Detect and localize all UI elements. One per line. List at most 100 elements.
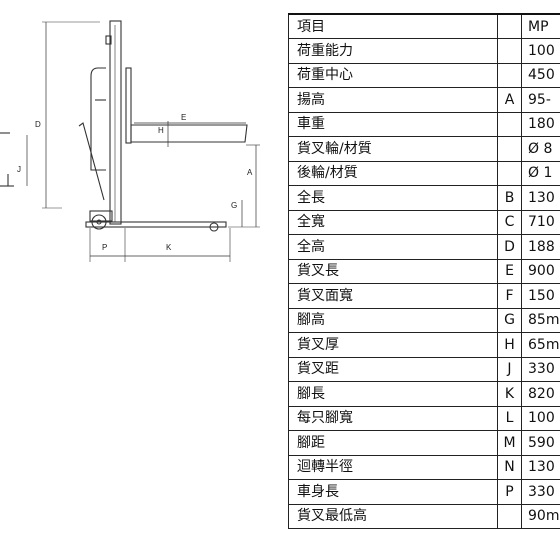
spec-code-cell: C <box>497 209 522 235</box>
spec-code-cell <box>497 160 522 186</box>
spec-value-cell: 590 <box>521 430 560 456</box>
spec-name-cell: 全寬 <box>288 209 498 235</box>
table-row: 貨叉輪/材質 Ø 8 <box>288 136 560 162</box>
spec-value-cell: 65m <box>521 332 560 358</box>
table-row: 荷重能力 100 <box>288 38 560 64</box>
mast <box>109 20 122 225</box>
spec-code-cell: D <box>497 234 522 260</box>
dim-label-j: J <box>17 165 21 174</box>
spec-name-cell: 荷重能力 <box>288 38 498 64</box>
spec-name-cell: 貨叉輪/材質 <box>288 136 498 162</box>
pump-lever <box>78 122 105 201</box>
spec-code-cell: E <box>497 258 522 284</box>
spec-value-cell: 85m <box>521 307 560 333</box>
table-row: 項目 MP <box>288 13 560 39</box>
dim-label-e: E <box>181 113 186 122</box>
dim-label-a: A <box>247 168 253 177</box>
spec-value-cell: Ø 1 <box>521 160 560 186</box>
spec-value-cell: 90m <box>521 503 560 529</box>
spec-value-cell: Ø 8 <box>521 136 560 162</box>
spec-name-cell: 貨叉最低高 <box>288 503 498 529</box>
spec-name-cell: 迴轉半徑 <box>288 454 498 480</box>
spec-name-cell: 貨叉距 <box>288 356 498 382</box>
spec-value-cell: 330 <box>521 356 560 382</box>
carriage <box>125 67 132 144</box>
spec-code-cell: G <box>497 307 522 333</box>
dim-label-d: D <box>35 120 41 129</box>
spec-code-cell: L <box>497 405 522 431</box>
spec-name-cell: 每只腳寬 <box>288 405 498 431</box>
spec-name-cell: 全高 <box>288 234 498 260</box>
dim-label-k: K <box>166 243 172 252</box>
base-leg <box>85 221 227 228</box>
spec-value-cell: 150 <box>521 283 560 309</box>
dim-label-h: H <box>158 126 164 135</box>
spec-value-cell: 130 <box>521 454 560 480</box>
front-roller <box>209 222 219 232</box>
spec-value-cell: 100 <box>521 38 560 64</box>
spec-value-cell: 130 <box>521 185 560 211</box>
handle-frame <box>90 67 106 171</box>
spec-name-cell: 全長 <box>288 185 498 211</box>
spec-code-cell <box>497 503 522 529</box>
spec-name-cell: 後輪/材質 <box>288 160 498 186</box>
spec-name-cell: 荷重中心 <box>288 62 498 88</box>
spec-code-cell: F <box>497 283 522 309</box>
spec-code-cell: N <box>497 454 522 480</box>
wheel-housing <box>89 210 113 222</box>
spec-name-cell: 揚高 <box>288 87 498 113</box>
spec-value-cell: MP <box>521 13 560 39</box>
spec-name-cell: 車身長 <box>288 479 498 505</box>
spec-name-cell: 腳距 <box>288 430 498 456</box>
mast-top-bracket <box>105 35 112 45</box>
spec-code-cell <box>497 111 522 137</box>
spec-code-cell <box>497 136 522 162</box>
table-row: 貨叉最低高 90m <box>288 503 560 529</box>
spec-code-cell: K <box>497 381 522 407</box>
spec-value-cell: 450 <box>521 62 560 88</box>
spec-name-cell: 車重 <box>288 111 498 137</box>
spec-code-cell: M <box>497 430 522 456</box>
spec-value-cell: 95- <box>521 87 560 113</box>
spec-value-cell: 710 <box>521 209 560 235</box>
spec-code-cell: B <box>497 185 522 211</box>
spec-value-cell: 180 <box>521 111 560 137</box>
fork <box>130 124 248 143</box>
spec-name-cell: 腳長 <box>288 381 498 407</box>
spec-code-cell <box>497 38 522 64</box>
stacker-side-view-drawing: D J E H A G P K <box>0 20 260 262</box>
spec-code-cell: A <box>497 87 522 113</box>
dim-label-g: G <box>231 201 237 210</box>
dim-label-p: P <box>102 243 107 252</box>
rear-wheel-hub <box>96 219 102 225</box>
rear-wheel <box>91 214 107 230</box>
spec-name-cell: 腳高 <box>288 307 498 333</box>
spec-name-cell: 貨叉厚 <box>288 332 498 358</box>
table-row: 荷重中心 450 <box>288 62 560 88</box>
spec-name-cell: 貨叉面寬 <box>288 283 498 309</box>
spec-value-cell: 188 <box>521 234 560 260</box>
spec-code-cell <box>497 62 522 88</box>
spec-name-cell: 項目 <box>288 13 498 39</box>
spec-value-cell: 820 <box>521 381 560 407</box>
table-row: 後輪/材質 Ø 1 <box>288 160 560 186</box>
spec-value-cell: 330 <box>521 479 560 505</box>
spec-code-cell <box>497 13 522 39</box>
spec-code-cell: H <box>497 332 522 358</box>
